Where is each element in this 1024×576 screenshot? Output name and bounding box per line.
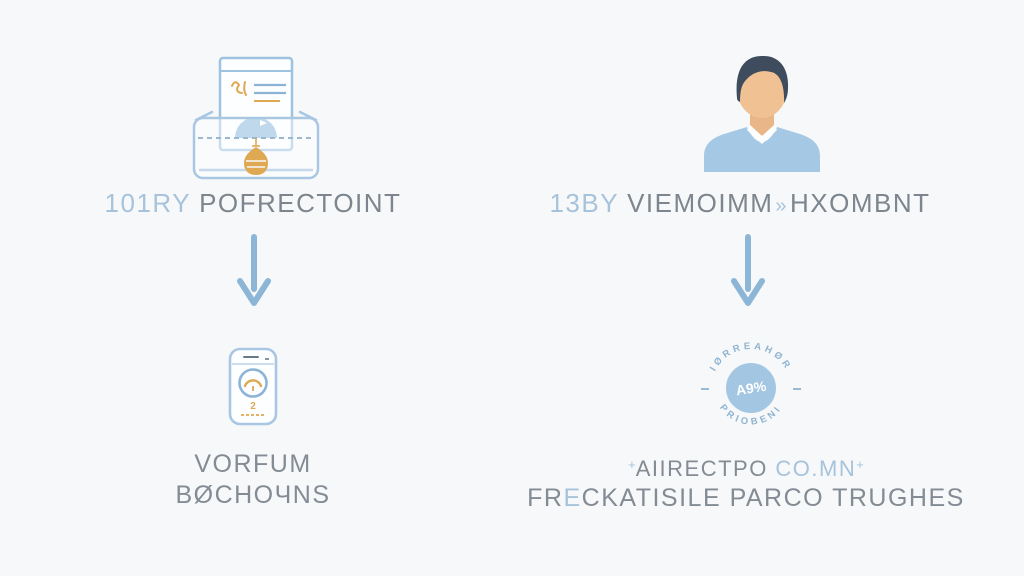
left-caption-line2: BØCHOЧNS: [175, 481, 331, 509]
person-avatar: [704, 55, 820, 172]
phone-gauge-icon: 2: [228, 347, 278, 426]
left-heading-accent: 101RY: [104, 188, 192, 218]
plus-mark-left: +: [628, 457, 636, 472]
phone-label: 2: [250, 401, 256, 412]
right-heading-word2: HXOMBNT: [790, 188, 931, 218]
right-caption-line1-main: AIIRECTPO: [635, 456, 776, 481]
left-caption-line1: VORFUM: [194, 450, 312, 478]
avatar-collar: [747, 125, 777, 144]
gauge-circle: [238, 368, 268, 398]
right-heading-word1: VIEMOIMM: [627, 188, 774, 218]
plus-mark-right: +: [856, 457, 864, 472]
document-envelope-icon: [192, 56, 320, 180]
down-arrow-left-icon: [237, 234, 271, 306]
seal-center-text: A9%: [735, 378, 768, 399]
right-caption-line2-accent: E: [563, 484, 582, 512]
right-caption-line2: FRECKATISILE PARCO TRUGHES: [511, 483, 981, 514]
right-heading-separator: »: [775, 195, 789, 217]
dome-seal: [235, 117, 277, 138]
left-heading-main: POFRECTOINT: [199, 188, 402, 218]
avatar-hair: [736, 55, 789, 103]
right-caption-line1: +AIIRECTPO CO.MN+: [511, 451, 981, 483]
right-caption-line1-accent: CO.MN: [775, 456, 857, 481]
right-heading-accent: 13BY: [549, 188, 620, 218]
gauge-arc: [243, 379, 263, 388]
certificate-seal-icon: A9% IØRREAHØR PRIOBENI: [701, 341, 801, 428]
down-arrow-right-icon: [731, 234, 765, 306]
left-caption: VORFUM BØCHOЧNS: [33, 449, 473, 511]
right-caption-line2-post: CKATISILE PARCO TRUGHES: [581, 484, 965, 512]
right-caption-line2-pre: FR: [527, 484, 564, 512]
dome-flag: [260, 120, 267, 126]
document-signature-scribble: [231, 81, 247, 96]
right-caption: +AIIRECTPO CO.MN+ FRECKATISILE PARCO TRU…: [511, 451, 981, 514]
seal-center-circle: [726, 363, 776, 413]
avatar-sweater: [704, 127, 820, 172]
